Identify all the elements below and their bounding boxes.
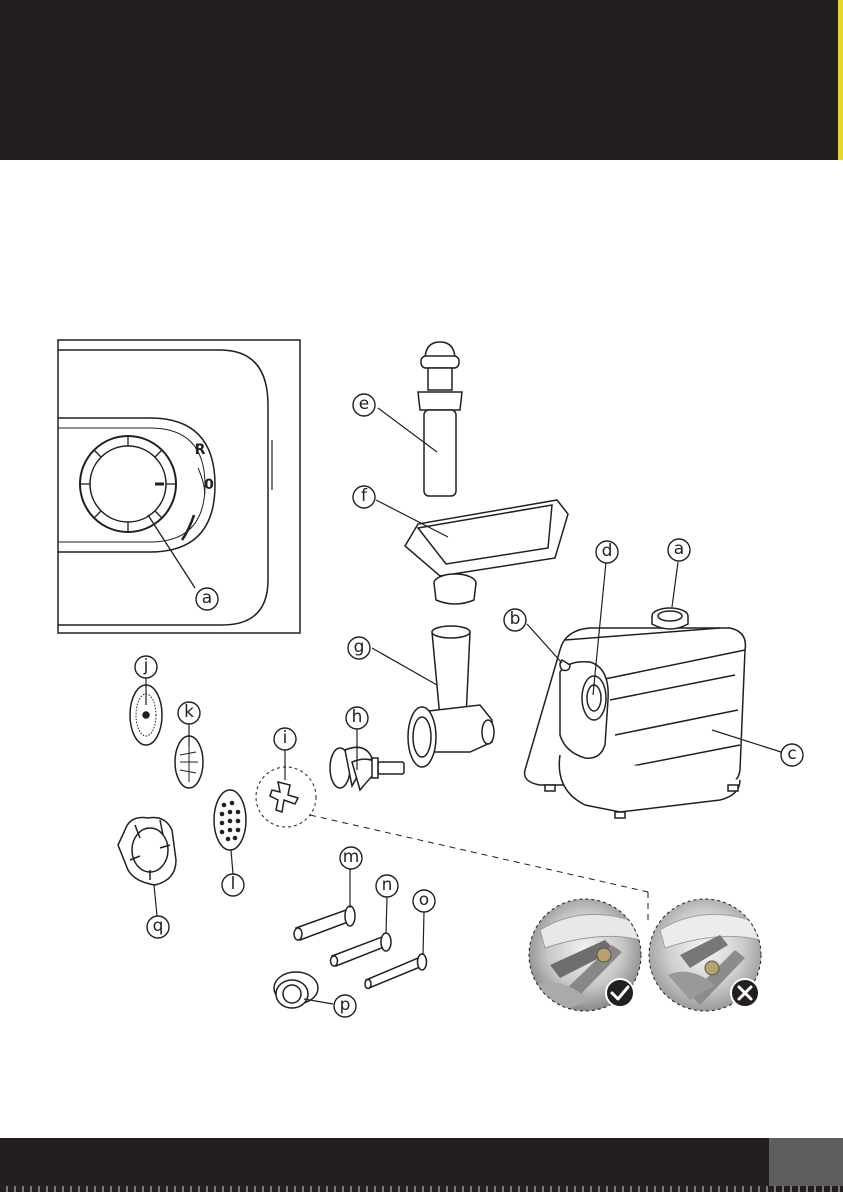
callout-b: b — [504, 609, 526, 631]
dial-mark-off: 0 — [204, 477, 214, 493]
control-panel-inset — [58, 340, 300, 633]
svg-text:f: f — [361, 486, 368, 506]
callout-a: a — [668, 539, 690, 561]
svg-text:q: q — [153, 916, 164, 936]
callout-f: f — [353, 486, 375, 508]
callout-j: j — [135, 656, 157, 678]
callout-p: p — [334, 995, 356, 1017]
callout-h: h — [346, 707, 368, 729]
blade-photo-correct — [529, 899, 641, 1012]
callout-o: o — [413, 890, 435, 912]
part-n-tube — [331, 933, 392, 966]
blade-photo-wrong — [649, 899, 761, 1011]
callout-c: c — [781, 744, 803, 766]
page-number-box — [769, 1138, 843, 1192]
part-o-tube — [365, 954, 427, 989]
part-p-adaptor — [274, 972, 318, 1008]
svg-text:p: p — [340, 995, 351, 1015]
callout-i: i — [274, 728, 296, 750]
svg-text:j: j — [143, 656, 149, 676]
callout-e: e — [353, 394, 375, 416]
check-icon — [606, 979, 634, 1007]
inset-dial-inner — [90, 446, 166, 522]
callout-k: k — [178, 702, 200, 724]
svg-text:d: d — [602, 541, 613, 561]
callout-inset-a: a — [196, 588, 218, 610]
part-e-pusher — [418, 342, 462, 496]
svg-text:k: k — [184, 702, 194, 722]
callout-l: l — [222, 874, 244, 896]
svg-text:l: l — [231, 874, 236, 894]
callout-q: q — [147, 916, 169, 938]
part-f-tray — [405, 500, 568, 604]
callout-n: n — [376, 875, 398, 897]
svg-text:b: b — [510, 609, 521, 629]
svg-text:m: m — [343, 847, 360, 867]
motor-housing — [525, 628, 746, 818]
svg-text:g: g — [354, 637, 365, 657]
dial-mark-reverse: R — [195, 442, 206, 458]
footer-band — [0, 1138, 843, 1192]
part-g-grinder-head — [408, 626, 494, 767]
callout-g: g — [348, 637, 370, 659]
callout-d: d — [596, 541, 618, 563]
svg-text:a: a — [674, 539, 684, 559]
svg-text:i: i — [283, 728, 288, 748]
svg-text:e: e — [359, 394, 369, 414]
footer-strip — [0, 1186, 843, 1192]
part-m-tube — [294, 906, 355, 940]
cross-icon — [731, 979, 759, 1007]
svg-text:o: o — [419, 890, 429, 910]
svg-text:n: n — [382, 875, 393, 895]
part-q-ring-nut — [118, 818, 176, 886]
part-h-worm — [330, 747, 404, 790]
svg-text:h: h — [352, 707, 363, 727]
callout-m: m — [340, 847, 362, 869]
svg-text:c: c — [787, 744, 796, 764]
motor-dial — [652, 608, 688, 629]
svg-text:a: a — [202, 588, 212, 608]
part-l-coarse-plate — [214, 790, 246, 850]
